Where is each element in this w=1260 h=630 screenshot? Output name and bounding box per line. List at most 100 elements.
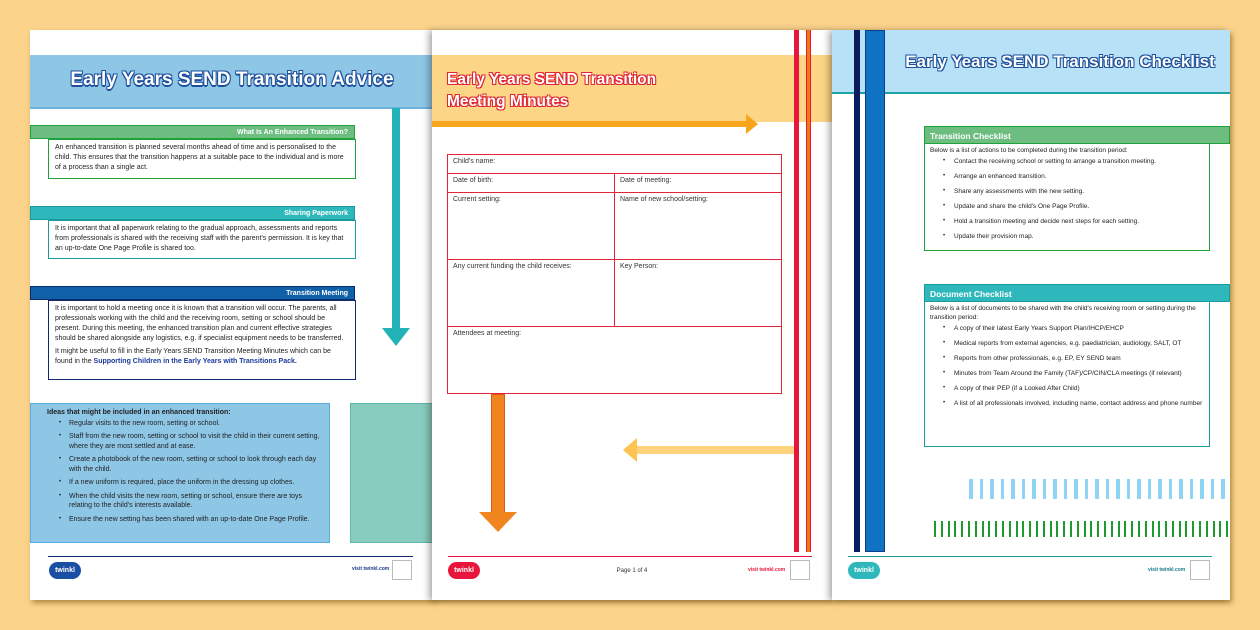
checklist-item: Share any assessments with the new setti…: [943, 187, 1204, 196]
transitions-pack-link[interactable]: Supporting Children in the Early Years w…: [93, 358, 297, 365]
decorative-dash: [1147, 479, 1151, 499]
decorative-block: [350, 403, 434, 543]
decorative-dash: [979, 479, 983, 499]
visit-link[interactable]: visit twinkl.com: [1148, 567, 1186, 573]
decorative-dash: [1158, 479, 1162, 499]
visit-link[interactable]: visit twinkl.com: [352, 566, 390, 572]
decorative-dash: [1103, 521, 1106, 537]
intro-text: Below is a list of documents to be share…: [930, 305, 1196, 321]
paragraph: An enhanced transition is planned severa…: [55, 144, 344, 171]
title-banner: [832, 30, 1230, 94]
decorative-dash: [1144, 521, 1147, 537]
decorative-dash: [1015, 521, 1018, 537]
footer-divider: [848, 556, 1212, 557]
decorative-dash-row-green: [934, 521, 1230, 537]
decorative-dash: [1074, 479, 1078, 499]
decorative-dash: [1205, 521, 1208, 537]
decorative-dash: [1179, 479, 1183, 499]
decorative-dash: [990, 479, 994, 499]
quality-badge-icon: [790, 560, 810, 580]
checklist-item: Minutes from Team Around the Family (TAF…: [943, 369, 1204, 378]
decorative-dash: [1063, 479, 1067, 499]
right-arrow-icon: [746, 114, 758, 134]
decorative-dash: [1189, 479, 1193, 499]
current-setting-field[interactable]: Current setting:: [447, 192, 615, 260]
attendees-field[interactable]: Attendees at meeting:: [447, 326, 782, 394]
page-title: Early Years SEND Transition Meeting Minu…: [447, 69, 656, 113]
decorative-dash: [1076, 521, 1079, 537]
down-arrow-icon: [479, 512, 517, 532]
decorative-dash: [1117, 521, 1120, 537]
decorative-dash: [1210, 479, 1214, 499]
decorative-dash: [969, 479, 973, 499]
decorative-dash: [947, 521, 950, 537]
decorative-dash: [1022, 521, 1025, 537]
decorative-dash: [1168, 479, 1172, 499]
advice-page: Early Years SEND Transition Advice What …: [30, 30, 434, 600]
twinkl-logo: twinkl: [49, 562, 81, 579]
decorative-dash: [1171, 521, 1174, 537]
checklist-item: Medical reports from external agencies, …: [943, 339, 1204, 348]
page-title: Early Years SEND Transition Checklist: [905, 52, 1215, 71]
decorative-dash: [954, 521, 957, 537]
section-body-sharing-paperwork: It is important that all paperwork relat…: [48, 220, 356, 259]
minutes-page: Early Years SEND Transition Meeting Minu…: [432, 30, 832, 600]
title-line-1: Early Years SEND Transition: [447, 71, 657, 88]
decorative-dash: [1221, 479, 1225, 499]
decorative-dash: [1105, 479, 1109, 499]
twinkl-logo: twinkl: [448, 562, 480, 579]
checklist-item: A list of all professionals involved, in…: [943, 399, 1204, 408]
decorative-dash: [1042, 521, 1045, 537]
transition-checklist-heading: Transition Checklist: [924, 126, 1230, 144]
decorative-dash: [1097, 521, 1100, 537]
decorative-dash: [1095, 479, 1099, 499]
decorative-dash: [1083, 521, 1086, 537]
checklist-item: Update their provision map.: [943, 232, 1204, 241]
footer-divider: [448, 556, 812, 557]
decorative-dash: [1035, 521, 1038, 537]
left-arrow-icon: [623, 438, 637, 462]
new-setting-field[interactable]: Name of new school/setting:: [614, 192, 782, 260]
decorative-dash: [1226, 521, 1229, 537]
title-banner: [432, 55, 832, 122]
minutes-form: Child's name: Date of birth: Date of mee…: [447, 154, 782, 394]
decorative-red-stripe: [794, 30, 799, 552]
decorative-dash: [1032, 479, 1036, 499]
visit-link[interactable]: visit twinkl.com: [748, 567, 786, 573]
transition-checklist-body: Below is a list of actions to be complet…: [924, 144, 1210, 251]
intro-text: Below is a list of actions to be complet…: [930, 147, 1128, 154]
childs-name-field[interactable]: Child's name:: [447, 154, 782, 174]
decorative-dash: [1200, 479, 1204, 499]
decorative-dash: [1056, 521, 1059, 537]
funding-field[interactable]: Any current funding the child receives:: [447, 259, 615, 327]
checklist-item: Update and share the child's One Page Pr…: [943, 202, 1204, 211]
ideas-box: Ideas that might be included in an enhan…: [30, 403, 330, 543]
note-text: It might be useful to fill in the Early …: [55, 348, 331, 365]
list-item: Create a photobook of the new room, sett…: [59, 455, 323, 474]
decorative-dash: [1219, 521, 1222, 537]
decorative-dash: [1137, 479, 1141, 499]
decorative-dash: [967, 521, 970, 537]
checklist-item: Arrange an enhanced transition.: [943, 172, 1204, 181]
decorative-dash: [1021, 479, 1025, 499]
decorative-dash: [1116, 479, 1120, 499]
page-title: Early Years SEND Transition Advice: [70, 69, 394, 90]
decorative-dash: [1151, 521, 1154, 537]
decorative-dash: [995, 521, 998, 537]
date-of-birth-field[interactable]: Date of birth:: [447, 173, 615, 193]
footer-divider: [48, 556, 413, 557]
checklist-page: Early Years SEND Transition Checklist Tr…: [832, 30, 1230, 600]
paragraph: It is important that all paperwork relat…: [55, 225, 344, 252]
section-heading-transition-meeting: Transition Meeting: [30, 286, 355, 300]
decorative-dash: [1063, 521, 1066, 537]
decorative-dash: [1178, 521, 1181, 537]
date-of-meeting-field[interactable]: Date of meeting:: [614, 173, 782, 193]
decorative-dash: [1165, 521, 1168, 537]
decorative-navy-stripe: [854, 30, 860, 552]
transition-checklist-list: Contact the receiving school or setting …: [930, 157, 1204, 241]
paragraph: It might be useful to fill in the Early …: [55, 347, 349, 367]
right-arrow-shaft: [432, 121, 748, 127]
quality-badge-icon: [1190, 560, 1210, 580]
key-person-field[interactable]: Key Person:: [614, 259, 782, 327]
title-line-2: Meeting Minutes: [447, 93, 569, 110]
